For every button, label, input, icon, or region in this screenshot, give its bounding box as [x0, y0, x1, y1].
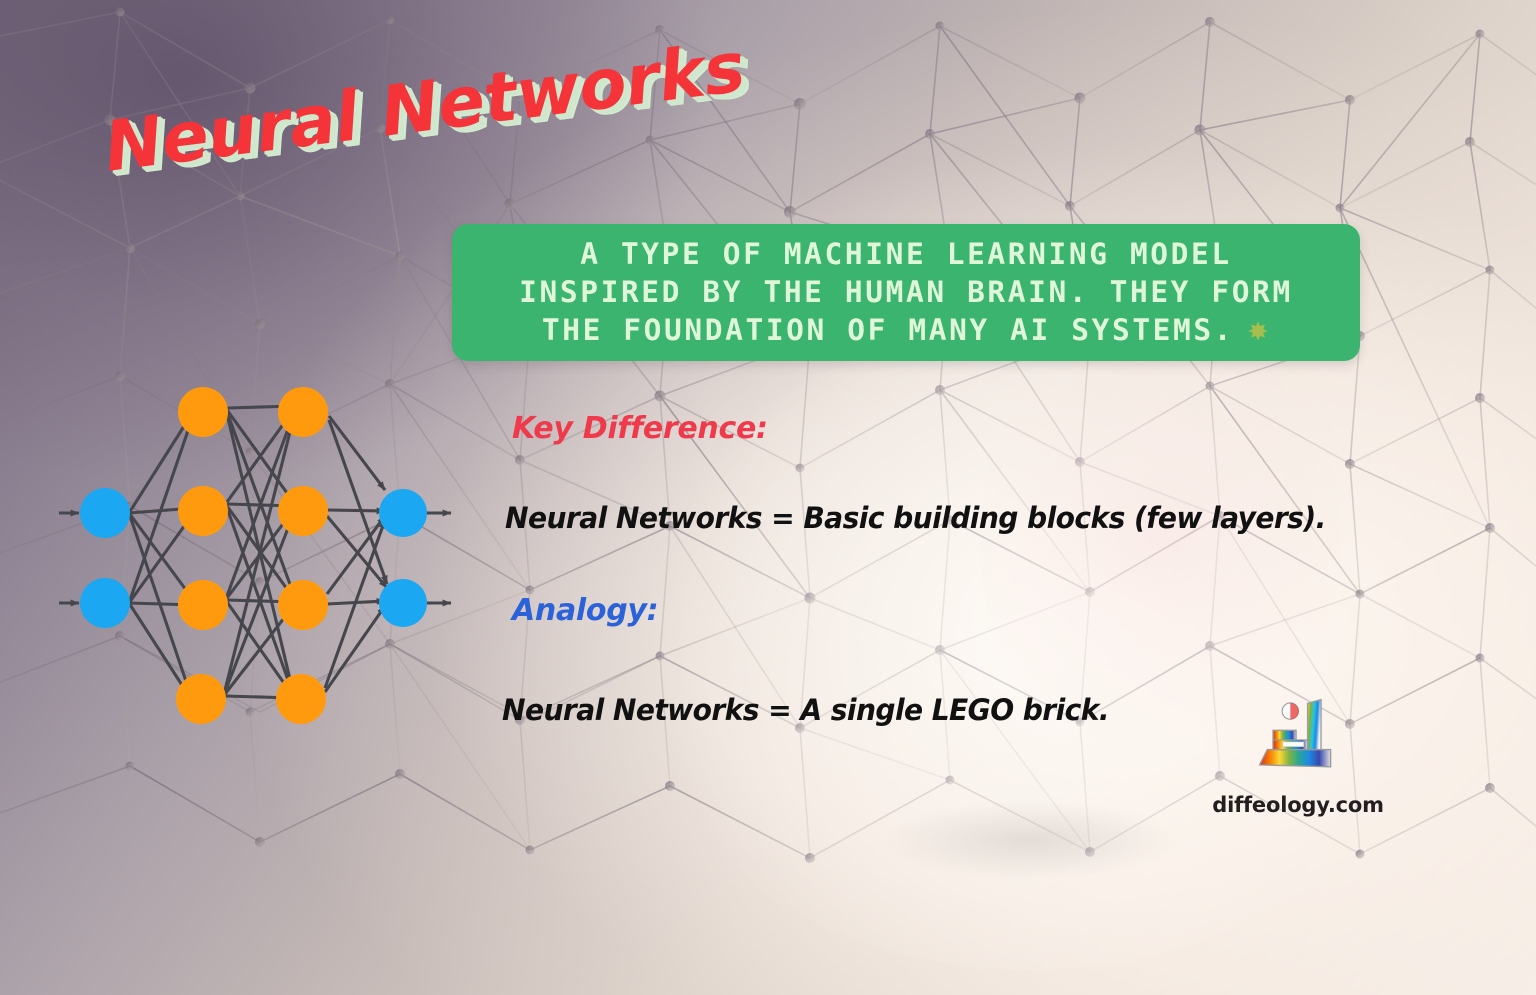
hidden2-node-3: [278, 580, 328, 630]
hidden2-node-1: [278, 387, 328, 437]
puzzle-sparkle-icon: [1248, 320, 1269, 341]
banner-line-3: THE FOUNDATION OF MANY AI SYSTEMS.: [541, 312, 1235, 347]
banner-line-3-wrapper: THE FOUNDATION OF MANY AI SYSTEMS.: [542, 311, 1270, 349]
output-node-1: [379, 489, 427, 537]
hidden2-node-4: [276, 674, 326, 724]
banner-line-2: INSPIRED BY THE HUMAN BRAIN. THEY FORM: [519, 274, 1293, 309]
edges-input-to-hidden1: [127, 411, 197, 700]
edges-hidden1-to-hidden2: [223, 402, 297, 702]
output-arrows: [427, 509, 452, 607]
input-node-1: [80, 488, 130, 538]
output-layer-nodes: [379, 489, 427, 627]
banner-line-1: A TYPE OF MACHINE LEARNING MODEL: [580, 236, 1232, 271]
hidden1-node-1: [178, 387, 228, 437]
hidden-layer-1-nodes: [176, 387, 228, 724]
key-difference-text: Neural Networks = Basic building blocks …: [505, 501, 1326, 535]
input-node-2: [80, 578, 130, 628]
description-banner: A TYPE OF MACHINE LEARNING MODEL INSPIRE…: [452, 224, 1360, 361]
analogy-text: Neural Networks = A single LEGO brick.: [502, 693, 1110, 727]
hidden1-node-3: [178, 580, 228, 630]
neural-network-diagram: [59, 387, 452, 724]
hidden1-node-2: [178, 486, 228, 536]
page-title-wrapper: Neural Networks: [100, 28, 749, 188]
page-title: Neural Networks: [99, 27, 750, 188]
site-logo-block[interactable]: diffeology.com: [1208, 690, 1388, 817]
edges-hidden2-to-output: [323, 415, 389, 693]
hidden2-node-2: [278, 486, 328, 536]
background-soft-shadow: [880, 800, 1180, 880]
key-difference-label: Key Difference:: [512, 411, 768, 446]
diffeology-rainbow-logo-icon: [1258, 698, 1332, 768]
output-node-2: [379, 579, 427, 627]
hidden1-node-4: [176, 674, 226, 724]
input-layer-nodes: [80, 488, 130, 628]
input-arrows: [59, 509, 80, 607]
logo-text: diffeology.com: [1212, 793, 1384, 817]
analogy-label: Analogy:: [512, 593, 659, 628]
hidden-layer-2-nodes: [276, 387, 328, 724]
